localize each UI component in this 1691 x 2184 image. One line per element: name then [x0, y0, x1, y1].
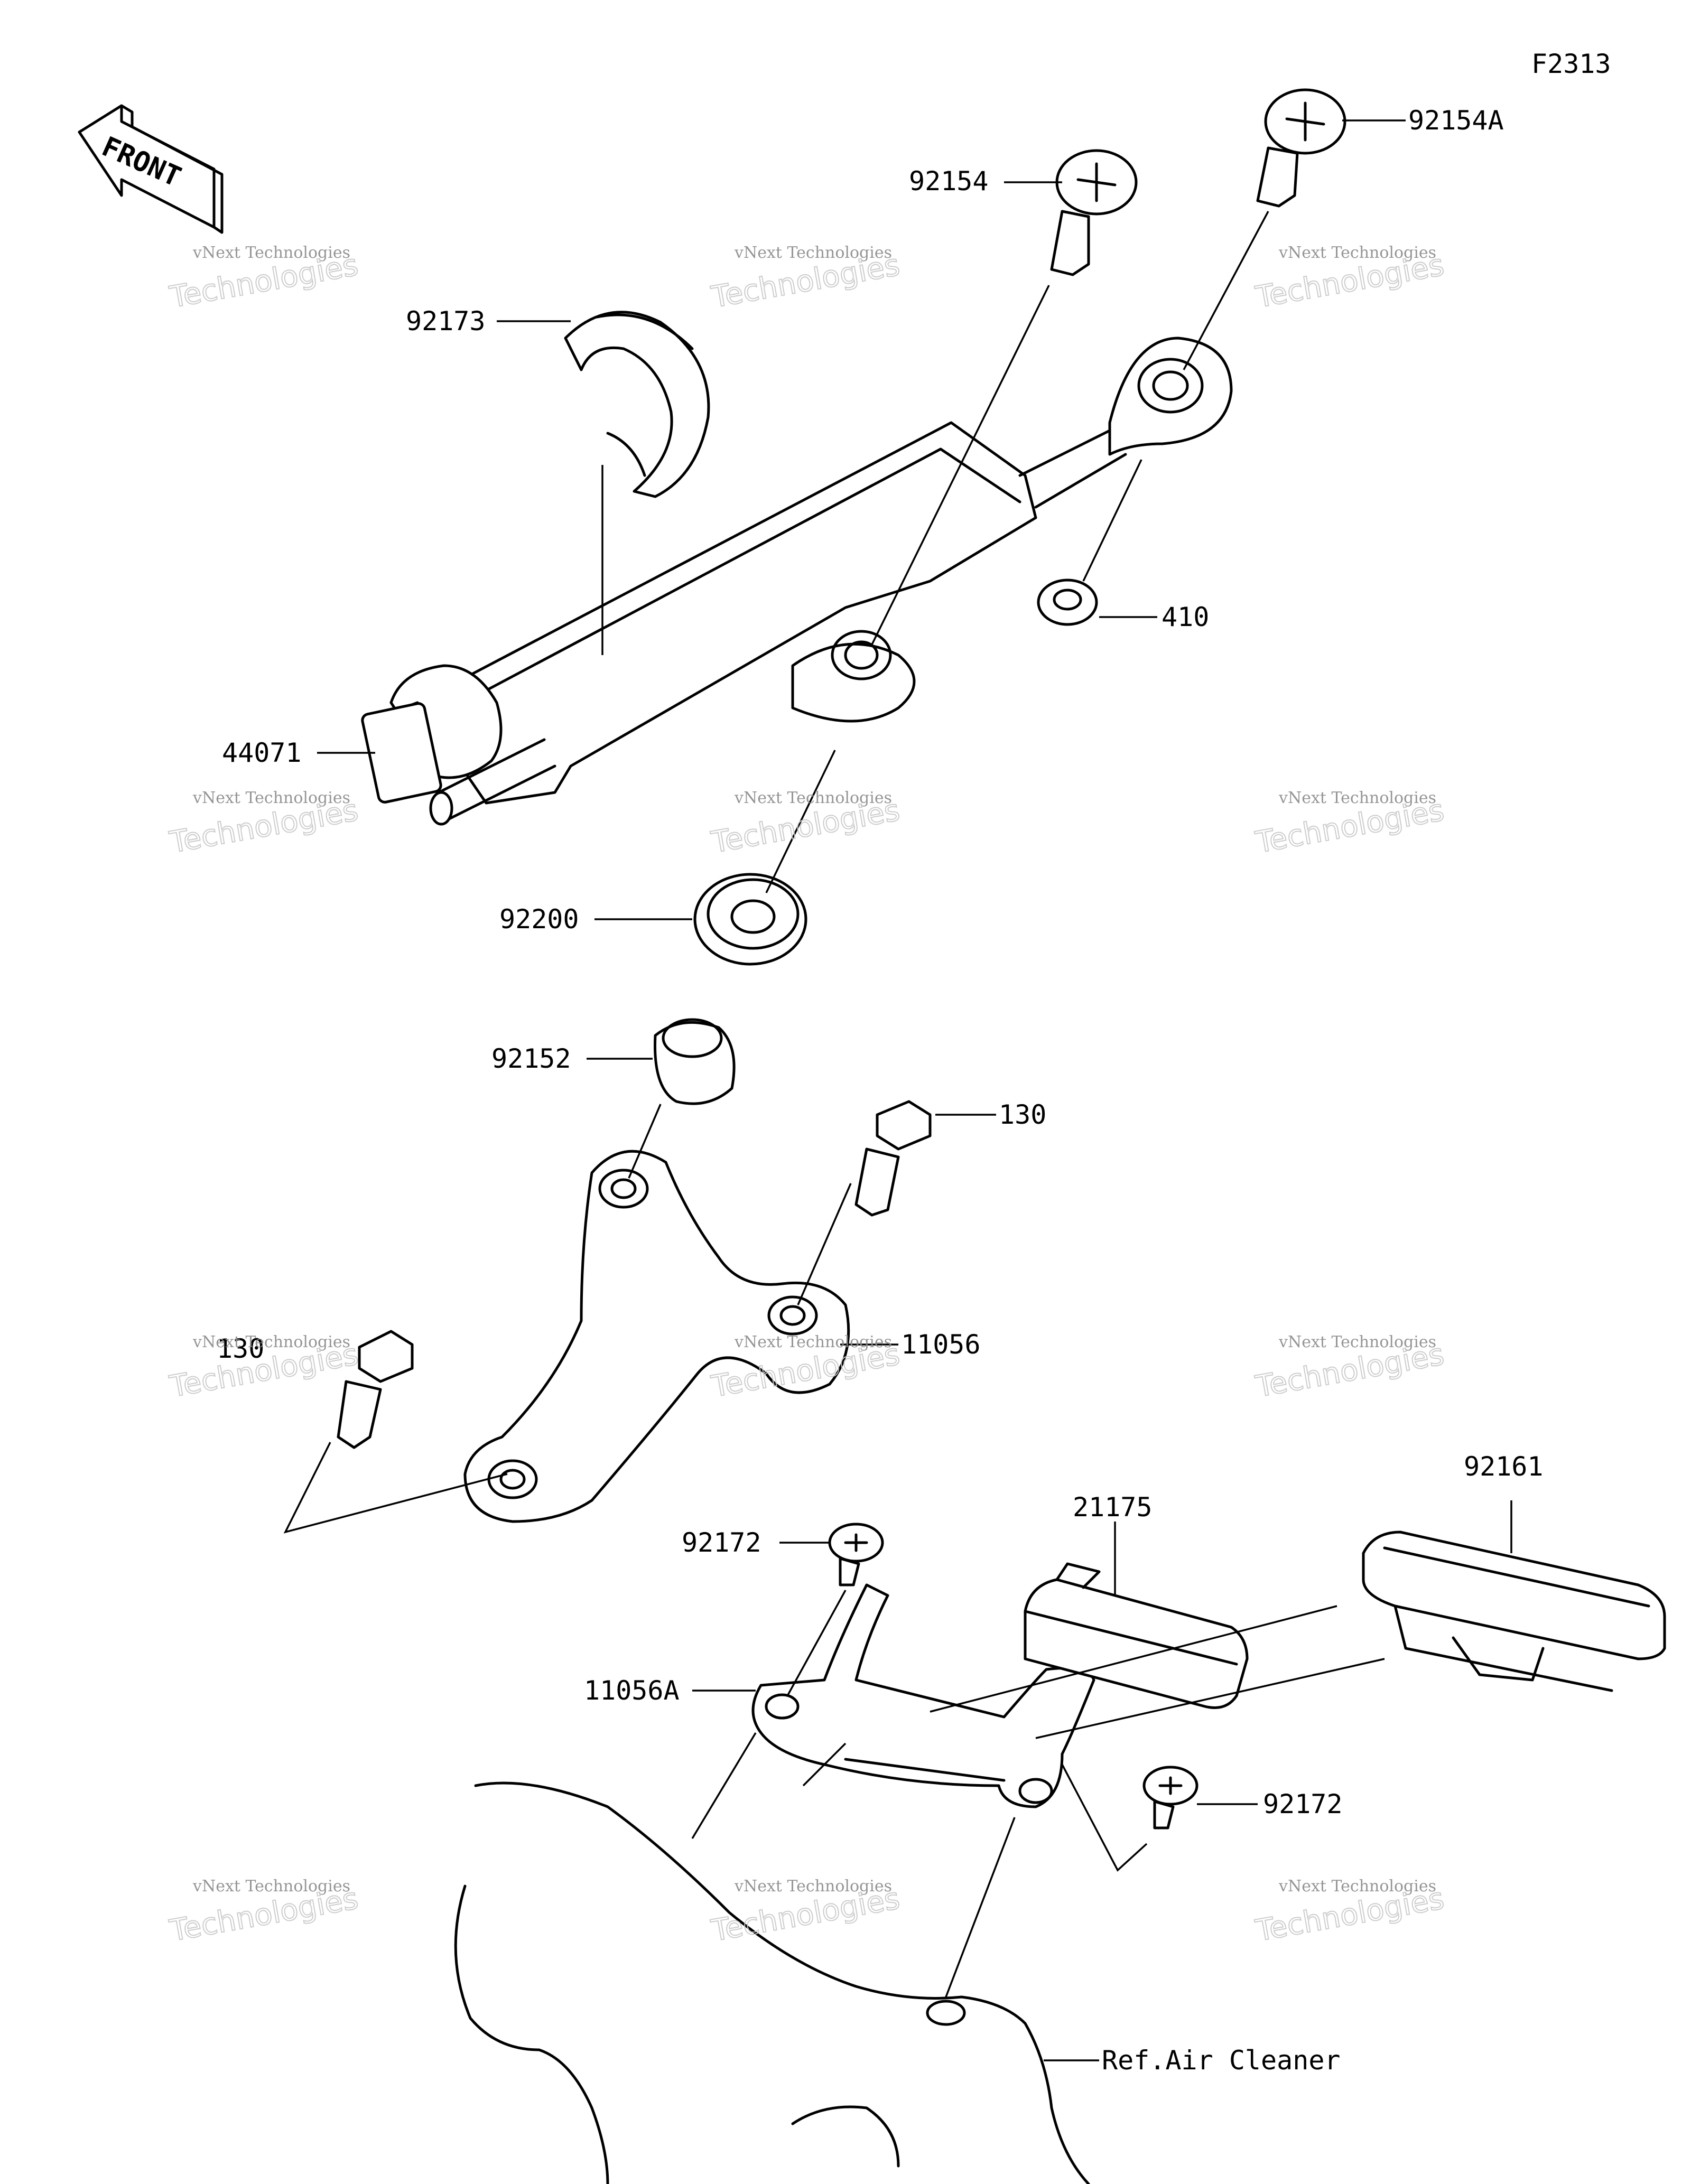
unit-21175	[1024, 1562, 1249, 1709]
front-label: FRONT	[97, 131, 185, 193]
watermark-text: vNext Technologies	[192, 1333, 350, 1351]
bolt-130-left	[337, 1330, 414, 1449]
label-21175: 21175	[1073, 1492, 1153, 1523]
figure-code: F2313	[1531, 49, 1611, 79]
watermark-text: vNext Technologies	[192, 789, 350, 807]
watermark-text: vNext Technologies	[734, 789, 892, 807]
watermark-text: vNext Technologies	[1278, 244, 1436, 262]
front-arrow-icon: FRONT	[78, 104, 224, 234]
bracket-11056	[463, 1150, 850, 1523]
watermark-text: vNext Technologies	[1278, 789, 1436, 807]
label-92172-upper: 92172	[682, 1527, 761, 1558]
label-44071: 44071	[222, 738, 302, 768]
bolt-92154A	[1256, 88, 1346, 208]
washer-410	[1037, 578, 1098, 626]
watermark-text: vNext Technologies	[1278, 1877, 1436, 1896]
leader-lines	[283, 119, 1512, 2061]
bolt-130-upper	[854, 1100, 932, 1217]
bracket-11056A	[751, 1583, 1095, 1808]
label-ref-air-cleaner: Ref.Air Cleaner	[1102, 2045, 1341, 2076]
watermark-text: vNext Technologies	[734, 244, 892, 262]
label-130-upper: 130	[999, 1099, 1046, 1130]
screw-92172-right	[1142, 1766, 1198, 1830]
steering-damper	[361, 337, 1233, 826]
watermark-text: vNext Technologies	[734, 1333, 892, 1351]
label-92152: 92152	[491, 1043, 571, 1074]
watermark-text: vNext Technologies	[1278, 1333, 1436, 1351]
label-410: 410	[1162, 602, 1209, 632]
watermark-text: vNext Technologies	[734, 1877, 892, 1896]
air-cleaner-reference	[454, 1781, 1090, 2184]
label-11056: 11056	[901, 1329, 981, 1360]
collar-92200	[693, 873, 807, 966]
label-92161: 92161	[1464, 1451, 1544, 1482]
watermark-text: vNext Technologies	[192, 244, 350, 262]
bushing-92152	[654, 1018, 736, 1105]
label-130-left: 130	[217, 1333, 264, 1364]
label-92172-right: 92172	[1263, 1789, 1343, 1819]
bolt-92154	[1050, 149, 1138, 276]
label-11056A: 11056A	[584, 1675, 680, 1706]
watermark-text: vNext Technologies	[192, 1877, 350, 1896]
label-92173: 92173	[406, 306, 486, 337]
label-92154A: 92154A	[1408, 105, 1504, 136]
screw-92172-upper	[828, 1523, 884, 1586]
label-92154: 92154	[909, 166, 989, 197]
label-92200: 92200	[499, 904, 579, 935]
clamp-92173	[564, 311, 710, 498]
cover-92161	[1362, 1530, 1666, 1692]
